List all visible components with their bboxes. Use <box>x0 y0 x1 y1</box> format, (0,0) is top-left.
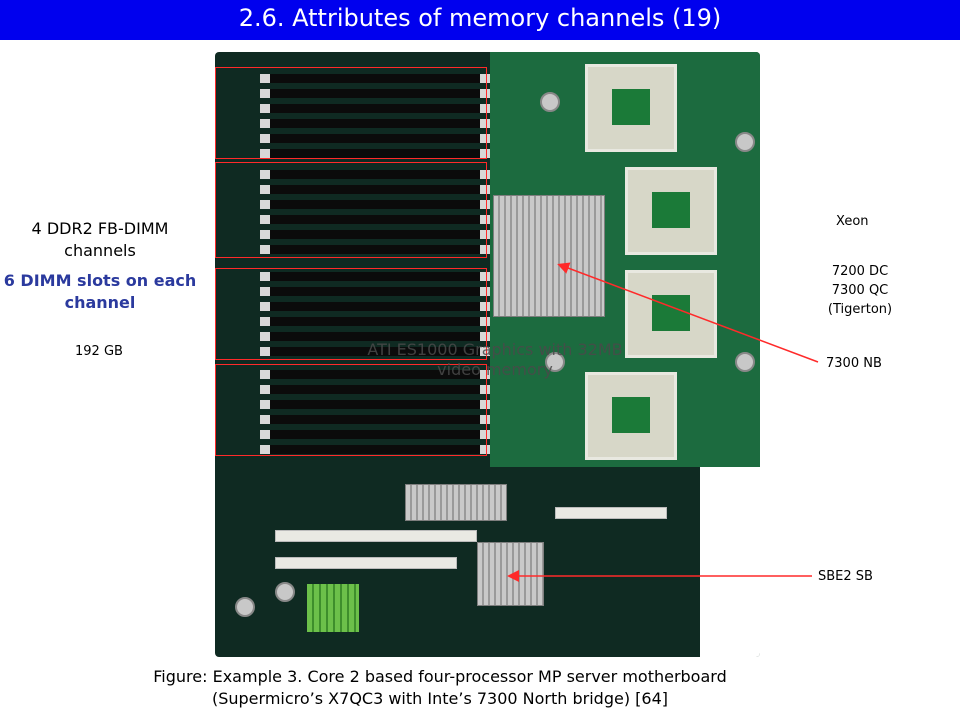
dimm-slot <box>260 134 490 143</box>
channel-box <box>215 67 487 159</box>
dimm-slot <box>260 385 490 394</box>
cpu-socket <box>625 167 717 255</box>
southbridge-label: SBE2 SB <box>818 569 873 584</box>
northbridge-label: 7300 NB <box>826 356 882 371</box>
dimm-slot <box>260 430 490 439</box>
channel-box <box>215 268 487 360</box>
northbridge-heatsink <box>493 195 605 317</box>
capacitor <box>275 582 295 602</box>
pci-slot <box>555 507 667 519</box>
dimm-slot <box>260 185 490 194</box>
caption-line: (Supermicro’s X7QC3 with Inte’s 7300 Nor… <box>211 689 669 708</box>
capacitor <box>540 92 560 112</box>
dimm-slot <box>260 370 490 379</box>
small-heatsink <box>405 484 507 521</box>
dimm-slot <box>260 332 490 341</box>
dimm-slot <box>260 347 490 356</box>
dimm-slot <box>260 245 490 254</box>
graphics-label: ATI ES1000 Graphics with 32MB video memo… <box>367 340 623 379</box>
slide-title: 2.6. Attributes of memory channels (19) <box>238 4 722 32</box>
dimm-slots-label: 6 DIMM slots on each channel <box>3 271 197 312</box>
southbridge-heatsink <box>477 542 544 606</box>
title-bar <box>0 0 960 40</box>
caption-line: Figure: Example 3. Core 2 based four-pro… <box>153 667 727 686</box>
dimm-slot <box>260 317 490 326</box>
dimm-slot <box>260 445 490 454</box>
capacitor <box>235 597 255 617</box>
dimm-slot <box>260 104 490 113</box>
channels-label: 4 DDR2 FB-DIMM channels <box>31 219 169 260</box>
dimm-slot <box>260 215 490 224</box>
dimm-slot <box>260 400 490 409</box>
cpu-socket <box>585 372 677 460</box>
capacity-label: 192 GB <box>75 344 123 359</box>
dimm-slot <box>260 119 490 128</box>
capacitor <box>735 132 755 152</box>
dimm-slot <box>260 272 490 281</box>
cpu-socket <box>585 64 677 152</box>
green-heatsink <box>307 584 359 632</box>
processor-models: 7200 DC 7300 QC (Tigerton) <box>800 262 920 319</box>
dimm-slot <box>260 74 490 83</box>
processor-label: Xeon <box>836 214 869 229</box>
cpu-socket <box>625 270 717 358</box>
pci-slot <box>275 530 477 542</box>
channel-box <box>215 364 487 456</box>
dimm-slot <box>260 415 490 424</box>
figure-caption: Figure: Example 3. Core 2 based four-pro… <box>60 666 820 710</box>
dimm-slot <box>260 170 490 179</box>
processor-model: (Tigerton) <box>827 302 893 317</box>
dimm-slot <box>260 230 490 239</box>
dimm-slot <box>260 89 490 98</box>
channel-box <box>215 162 487 258</box>
processor-model: 7200 DC <box>831 264 889 279</box>
dimm-slot <box>260 149 490 158</box>
pci-slot <box>275 557 457 569</box>
capacitor <box>735 352 755 372</box>
board-cutout <box>700 467 760 657</box>
processor-model: 7300 QC <box>831 283 889 298</box>
dimm-slot <box>260 200 490 209</box>
dimm-slot <box>260 302 490 311</box>
dimm-slot <box>260 287 490 296</box>
